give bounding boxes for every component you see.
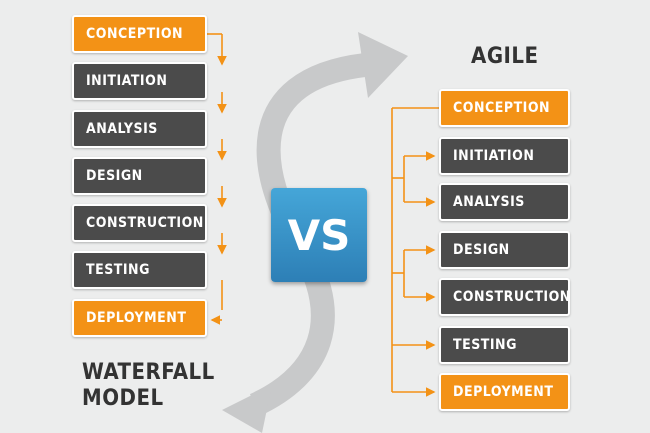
waterfall-step-design: DESIGN — [72, 157, 207, 195]
agile-step-design: DESIGN — [439, 231, 570, 269]
waterfall-title-line1: WATERFALL — [82, 360, 215, 385]
waterfall-step-initiation: INITIATION — [72, 62, 207, 100]
agile-step-conception: CONCEPTION — [439, 89, 570, 127]
arrow-head-bottom — [222, 385, 272, 433]
waterfall-title: WATERFALL MODEL — [82, 360, 215, 412]
waterfall-step-deployment: DEPLOYMENT — [72, 299, 207, 337]
vs-badge: VS — [271, 188, 367, 282]
agile-step-testing: TESTING — [439, 326, 570, 364]
arrow-head-top — [358, 32, 408, 98]
agile-step-deployment: DEPLOYMENT — [439, 373, 570, 411]
waterfall-step-conception: CONCEPTION — [72, 15, 207, 53]
vs-label: VS — [287, 210, 351, 260]
waterfall-title-line2: MODEL — [82, 386, 164, 411]
agile-title: AGILE — [471, 44, 539, 69]
agile-step-analysis: ANALYSIS — [439, 183, 570, 221]
waterfall-step-analysis: ANALYSIS — [72, 110, 207, 148]
waterfall-step-testing: TESTING — [72, 251, 207, 289]
agile-step-initiation: INITIATION — [439, 137, 570, 175]
agile-step-construction: CONSTRUCTION — [439, 278, 570, 316]
waterfall-step-construction: CONSTRUCTION — [72, 204, 207, 242]
